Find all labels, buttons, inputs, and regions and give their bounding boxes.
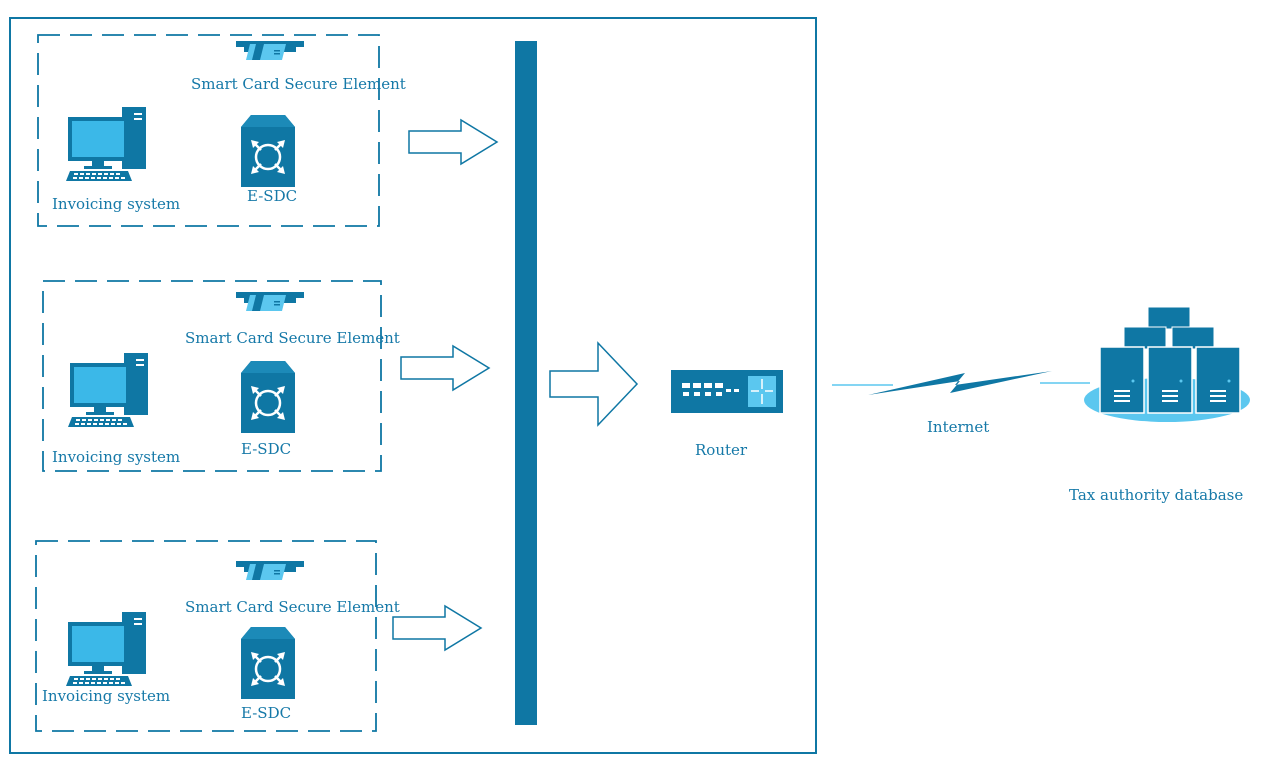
router-icon [671, 370, 783, 413]
arrow-to-router [549, 341, 639, 427]
computer-icon [66, 612, 146, 686]
smart-card-reader-icon [236, 41, 304, 60]
smart-card-reader-icon [236, 292, 304, 311]
smart-card-reader-icon [236, 561, 304, 580]
terminal-group-2 [42, 280, 382, 472]
smart-card-label: Smart Card Secure Element [185, 598, 400, 616]
lightning-link-icon [832, 371, 1090, 395]
tax-database-label: Tax authority database [1069, 486, 1244, 504]
computer-icon [66, 107, 146, 181]
network-bus [515, 41, 537, 725]
arrow-to-bus-3 [392, 605, 482, 651]
terminal-group-1 [37, 34, 380, 227]
esdc-label: E-SDC [241, 440, 292, 458]
invoicing-system-label: Invoicing system [42, 687, 171, 705]
arrow-to-bus-1 [408, 119, 498, 165]
esdc-device-icon [239, 625, 297, 701]
esdc-device-icon [239, 359, 297, 435]
server-cluster-icon [1084, 306, 1250, 422]
esdc-device-icon [239, 113, 297, 189]
invoicing-system-label: Invoicing system [52, 448, 181, 466]
computer-icon [68, 353, 148, 427]
smart-card-label: Smart Card Secure Element [191, 75, 406, 93]
local-network-frame [9, 17, 817, 754]
smart-card-label: Smart Card Secure Element [185, 329, 400, 347]
terminal-group-3 [35, 540, 377, 732]
invoicing-system-label: Invoicing system [52, 195, 181, 213]
esdc-label: E-SDC [247, 187, 298, 205]
arrow-to-bus-2 [400, 345, 490, 391]
router-label: Router [695, 441, 748, 459]
internet-label: Internet [927, 418, 990, 436]
esdc-label: E-SDC [241, 704, 292, 722]
